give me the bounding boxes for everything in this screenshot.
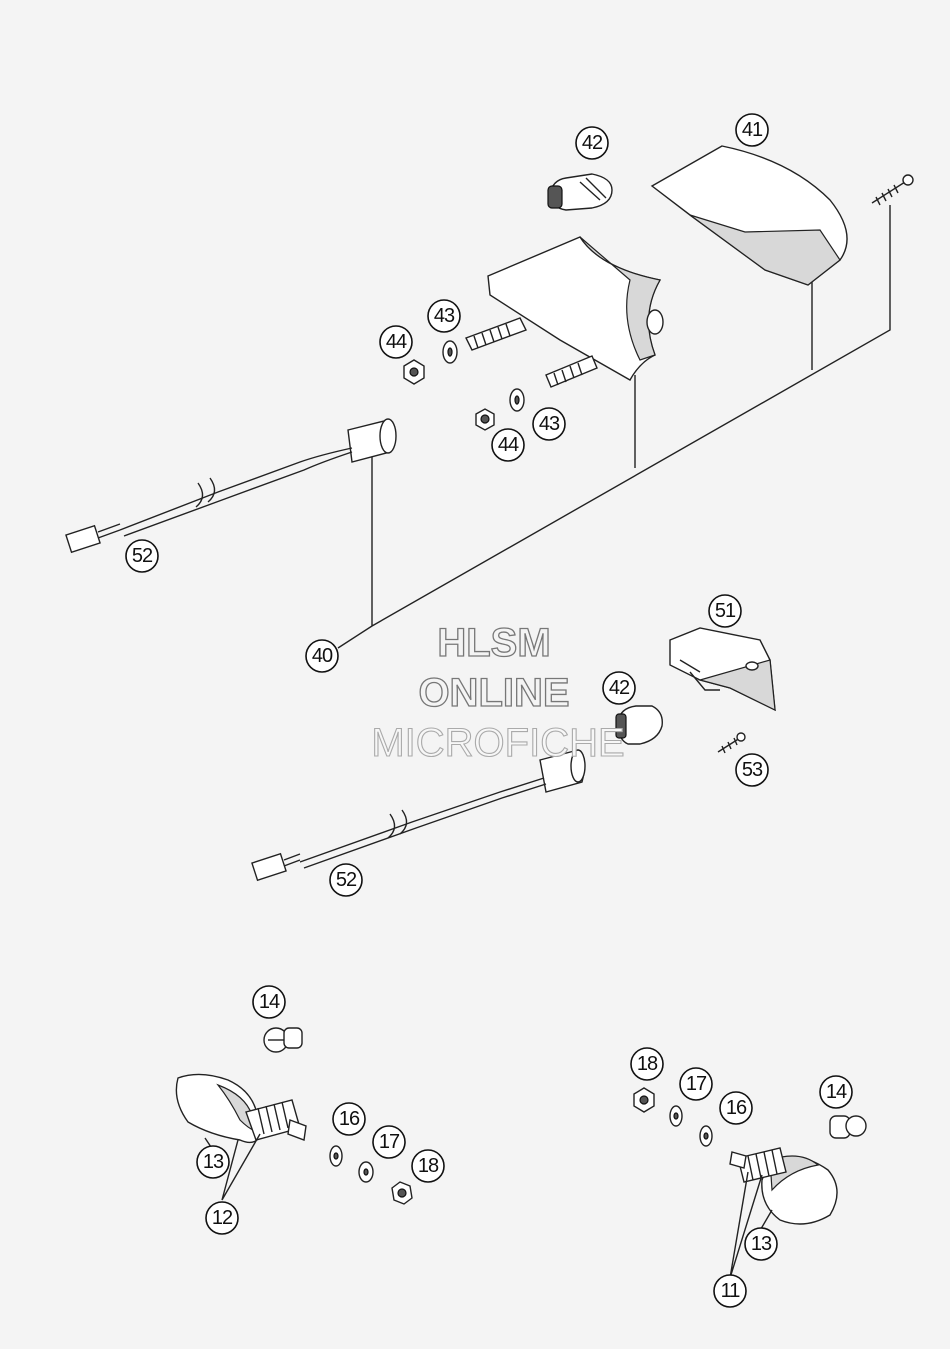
bulb-42-lower: [615, 705, 663, 745]
watermark-line-1: HLSM: [437, 621, 550, 665]
svg-text:53: 53: [742, 759, 763, 781]
callout-14: 14: [819, 1075, 853, 1109]
callout-13: 13: [744, 1227, 778, 1261]
svg-text:14: 14: [259, 991, 280, 1013]
washer-16-left: [329, 1145, 343, 1167]
callouts: 41 42 43 44 43 44 52 40 51 42 53 52 14 1…: [125, 113, 853, 1308]
nut-18-right: [633, 1087, 655, 1113]
nut-18-left: [391, 1181, 413, 1205]
svg-text:41: 41: [742, 119, 763, 141]
left-indicator-assembly: [175, 1027, 413, 1205]
callout-18: 18: [411, 1149, 445, 1183]
svg-text:43: 43: [434, 305, 455, 327]
callout-52: 52: [329, 863, 363, 897]
bulb-42-top: [547, 173, 613, 211]
svg-text:13: 13: [751, 1233, 772, 1255]
watermark-line-2: ONLINE: [418, 671, 569, 715]
callout-11: 11: [713, 1274, 747, 1308]
svg-text:44: 44: [386, 331, 407, 353]
watermark-line-3: MICROFICHE: [371, 721, 624, 765]
washer-16-right: [699, 1125, 713, 1147]
svg-text:44: 44: [498, 434, 519, 456]
svg-text:16: 16: [339, 1108, 360, 1130]
callout-44: 44: [491, 428, 525, 462]
svg-text:42: 42: [582, 132, 603, 154]
socket-wire-52-upper: [65, 418, 397, 554]
housing-studs: [465, 317, 598, 388]
washer-43-lower: [509, 388, 525, 412]
screw-53: [717, 732, 746, 754]
bulb-14-right: [829, 1115, 867, 1139]
svg-text:18: 18: [637, 1053, 658, 1075]
washer-17-right: [669, 1105, 683, 1127]
callout-42: 42: [575, 126, 609, 160]
callout-44: 44: [379, 325, 413, 359]
tail-lens-shading: [689, 214, 841, 286]
svg-text:18: 18: [418, 1155, 439, 1177]
callout-41: 41: [735, 113, 769, 147]
svg-text:52: 52: [336, 869, 357, 891]
svg-text:13: 13: [203, 1151, 224, 1173]
callout-42: 42: [602, 671, 636, 705]
bulb-14-left: [263, 1027, 303, 1053]
svg-text:42: 42: [609, 677, 630, 699]
callout-52: 52: [125, 539, 159, 573]
callout-17: 17: [372, 1125, 406, 1159]
callout-14: 14: [252, 985, 286, 1019]
svg-text:11: 11: [721, 1280, 741, 1302]
leader-40: [337, 205, 891, 649]
callout-43: 43: [532, 407, 566, 441]
nut-44-lower: [475, 408, 495, 431]
callout-16: 16: [332, 1102, 366, 1136]
callout-40: 40: [305, 639, 339, 673]
washer-43-upper: [442, 340, 458, 364]
right-indicator-assembly: [633, 1087, 867, 1279]
callout-53: 53: [735, 753, 769, 787]
callout-12: 12: [205, 1201, 239, 1235]
callout-43: 43: [427, 299, 461, 333]
svg-text:40: 40: [312, 645, 333, 667]
svg-text:16: 16: [726, 1097, 747, 1119]
svg-text:51: 51: [715, 600, 736, 622]
tail-light-assembly: [65, 145, 914, 649]
svg-text:17: 17: [686, 1073, 707, 1095]
callout-51: 51: [708, 594, 742, 628]
washer-17-left: [358, 1161, 374, 1183]
tail-lens-screw: [871, 174, 914, 206]
callout-16: 16: [719, 1091, 753, 1125]
svg-text:17: 17: [379, 1131, 400, 1153]
nut-44-upper: [403, 359, 425, 385]
callout-18: 18: [630, 1047, 664, 1081]
callout-13: 13: [196, 1145, 230, 1179]
licence-light-assembly: [251, 627, 776, 882]
svg-text:52: 52: [132, 545, 153, 567]
svg-text:14: 14: [826, 1081, 847, 1103]
watermark: HLSM ONLINE MICROFICHE: [371, 620, 625, 765]
svg-text:12: 12: [212, 1207, 233, 1229]
callout-17: 17: [679, 1067, 713, 1101]
svg-text:43: 43: [539, 413, 560, 435]
socket-wire-52-lower: [251, 749, 586, 882]
